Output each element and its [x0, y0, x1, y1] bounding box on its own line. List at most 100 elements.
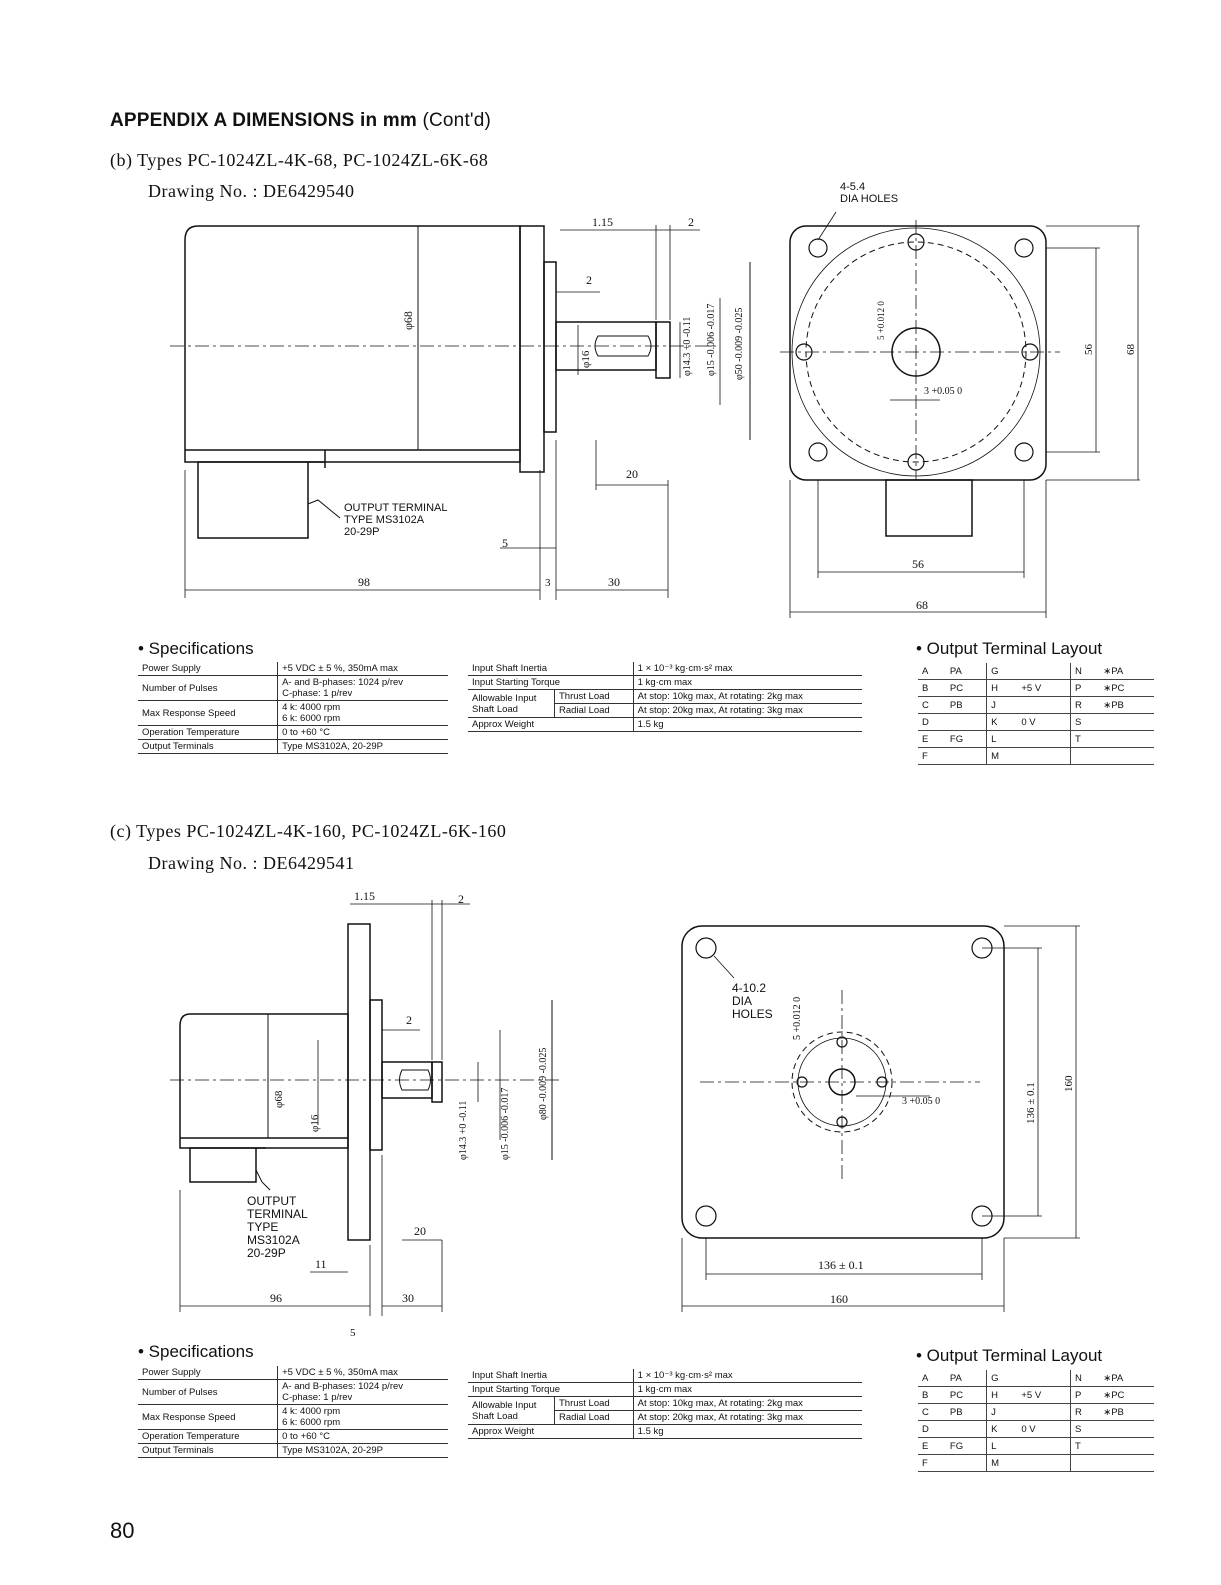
spec-value: 1 kg·cm max — [633, 1382, 862, 1397]
label-c-term2: TERMINAL — [247, 1207, 308, 1221]
spec-key: Input Shaft Inertia — [468, 662, 634, 676]
label-c-holes1: 4-10.2 — [732, 981, 766, 995]
spec-key: Operation Temperature — [138, 1429, 279, 1444]
spec-key: Operation Temperature — [138, 725, 279, 740]
spec-key: Max Response Speed — [138, 700, 279, 726]
terminal-layout-label-c: • Output Terminal Layout — [916, 1346, 1103, 1365]
signal — [945, 1454, 987, 1472]
pin: R — [1069, 696, 1100, 714]
pin: S — [1069, 1420, 1100, 1438]
dim-b-phi16: φ16 — [580, 350, 592, 368]
spec-table-c-left: Power Supply+5 VDC ± 5 %, 350mA max Numb… — [138, 1366, 448, 1458]
pin: P — [1069, 679, 1100, 697]
dim-c-2a: 2 — [458, 892, 464, 906]
pin: D — [918, 713, 946, 731]
table-row: Power Supply+5 VDC ± 5 %, 350mA max — [138, 1366, 448, 1380]
label-c-term1: OUTPUT — [247, 1194, 297, 1208]
spec-value-line: 6 k: 6000 rpm — [282, 713, 341, 724]
pin: B — [918, 679, 946, 697]
signal — [1017, 1437, 1071, 1455]
dim-c-phi80: φ80 -0.009 -0.025 — [538, 1048, 549, 1120]
label-b-term3: 20-29P — [344, 526, 379, 538]
specifications-label-b: • Specifications — [138, 639, 254, 658]
spec-value-line: C-phase: 1 p/rev — [282, 688, 353, 699]
spec-value: Type MS3102A, 20-29P — [277, 739, 448, 754]
pin: R — [1069, 1403, 1100, 1421]
pin — [1069, 747, 1100, 765]
dim-b-30: 30 — [608, 575, 620, 589]
spec-value: 0 to +60 °C — [277, 725, 448, 740]
dim-b-key5: 5 +0.012 0 — [876, 301, 886, 340]
signal — [1099, 713, 1154, 731]
spec-key: Allowable Input Shaft Load — [468, 689, 555, 718]
spec-value-line: A- and B-phases: 1024 p/rev — [282, 677, 404, 688]
dim-b-98: 98 — [358, 575, 370, 589]
pin: B — [918, 1386, 946, 1404]
spec-value: 1 × 10⁻³ kg·cm·s² max — [633, 662, 862, 676]
section-b-title: (b) Types PC-1024ZL-4K-68, PC-1024ZL-6K-… — [110, 150, 489, 170]
dim-c-5: 5 — [350, 1327, 356, 1339]
signal — [1099, 1454, 1154, 1472]
spec-key: Allowable Input Shaft Load — [468, 1396, 555, 1425]
signal — [1017, 663, 1071, 680]
signal: 0 V — [1017, 1420, 1071, 1438]
pin: L — [986, 730, 1018, 748]
dim-c-30: 30 — [402, 1291, 414, 1305]
spec-subkey: Radial Load — [554, 1410, 634, 1425]
dim-c-160v: 160 — [1063, 1075, 1075, 1092]
dim-c-115: 1.15 — [354, 889, 375, 903]
pin: J — [986, 1403, 1018, 1421]
heading-bold: APPENDIX A DIMENSIONS in mm — [110, 110, 417, 131]
spec-table-b-left: Power Supply+5 VDC ± 5 %, 350mA max Numb… — [138, 662, 448, 754]
pin: L — [986, 1437, 1018, 1455]
dim-c-136v: 136 ± 0.1 — [1025, 1082, 1037, 1124]
signal — [1017, 696, 1071, 714]
signal: PC — [945, 1386, 987, 1404]
page-number: 80 — [110, 1518, 135, 1543]
pin: H — [986, 1386, 1018, 1404]
dim-c-160h: 160 — [830, 1292, 848, 1306]
dim-c-key3: 3 +0.05 0 — [902, 1096, 940, 1107]
signal — [1099, 730, 1154, 748]
signal: ∗PB — [1099, 696, 1154, 714]
label-c-holes2: DIA — [732, 994, 752, 1008]
page-heading: APPENDIX A DIMENSIONS in mm (Cont'd) — [110, 110, 491, 132]
pin: D — [918, 1420, 946, 1438]
spec-key: Input Shaft Inertia — [468, 1369, 634, 1383]
spec-value: Type MS3102A, 20-29P — [277, 1443, 448, 1458]
heading-rest: (Cont'd) — [422, 110, 492, 131]
dim-b-2b: 2 — [586, 273, 592, 287]
pin: C — [918, 696, 946, 714]
dim-b-phi15: φ15 -0.006 -0.017 — [706, 304, 717, 376]
spec-value: At stop: 10kg max, At rotating: 2kg max — [633, 1396, 862, 1411]
pin: T — [1069, 1437, 1100, 1455]
spec-value: 1.5 kg — [633, 717, 862, 732]
pin: P — [1069, 1386, 1100, 1404]
spec-key: Output Terminals — [138, 739, 279, 754]
signal — [945, 747, 987, 765]
dim-c-20: 20 — [414, 1224, 426, 1238]
